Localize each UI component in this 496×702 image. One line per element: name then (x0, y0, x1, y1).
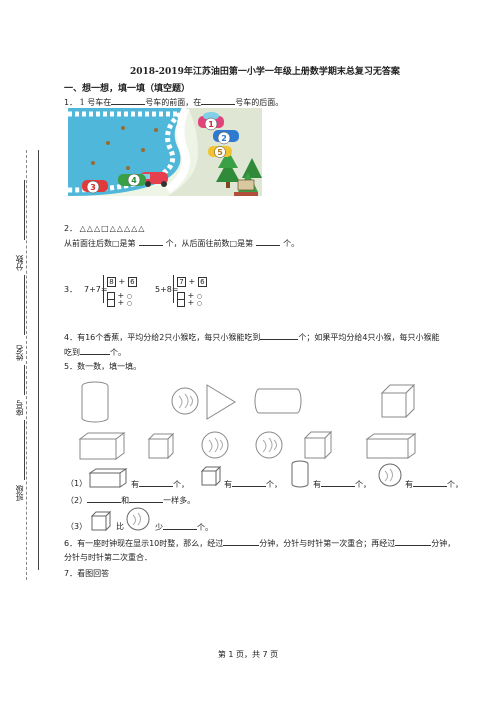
q5-r2-blank-1[interactable] (87, 494, 122, 503)
question-2: 2． △△△□△△△△△ (64, 224, 146, 233)
q5-r1-blank-1[interactable] (139, 478, 173, 487)
q3-decompose-1: 8 + 6 + ○ + ○ (103, 275, 137, 307)
q5-r3-compare: 比 (116, 522, 124, 531)
car-number-icon: 1 (79, 98, 85, 107)
binding-dashed-line (26, 150, 27, 580)
margin-class-label: 班级 (15, 485, 24, 501)
score-blank[interactable] (24, 180, 25, 240)
question-6-line1: 6．有一座时钟现在显示10时整，那么，经过分钟，分针与时针第一次重合；再经过分钟… (64, 537, 456, 548)
q3-box-answer-4[interactable] (177, 298, 185, 307)
question-2-line: 从前面往后数□是第个，从后面往前数□是第个。 (64, 237, 300, 248)
question-5: 5．数一数，填一填。 (64, 362, 142, 371)
q5-r1-blank-2[interactable] (232, 478, 266, 487)
q4-blank-1[interactable] (260, 331, 299, 340)
question-4-line1: 4．有16个香蕉，平均分给2只小猴吃，每只小猴能吃到个；如果平均分给4只小猴，每… (64, 331, 440, 342)
q4-blank-2[interactable] (80, 346, 110, 355)
q1-blank-1[interactable] (111, 96, 146, 105)
car-label-2: 2 (221, 134, 227, 143)
q5-r1-blank-3[interactable] (321, 478, 355, 487)
car-label-5: 5 (217, 148, 223, 157)
small-cube-shape (147, 432, 175, 460)
question-6-line2: 分针与时针第二次重合． (64, 553, 152, 562)
q3-box-answer-2[interactable] (107, 298, 115, 307)
q5-row-3-label: （3） (66, 522, 88, 531)
question-4-line2: 吃到个。 (64, 346, 126, 357)
ball-shape-3 (254, 430, 284, 460)
q5-r3-blank[interactable] (163, 521, 197, 530)
row1-ball-icon (377, 462, 403, 488)
cuboid-shape (78, 431, 126, 461)
q5-row-1-label: （1） (66, 479, 88, 488)
q5-row-2: （2）和一样多。 (66, 494, 196, 505)
q3-box-top-a: 8 (107, 277, 116, 287)
car-label-3: 3 (90, 183, 96, 192)
row1-cube-icon (200, 465, 222, 487)
lying-cylinder-shape (253, 386, 303, 416)
question-3-eq1: 7+7= (84, 285, 108, 294)
name-blank[interactable] (24, 275, 25, 335)
q5-r2-blank-2[interactable] (129, 494, 164, 503)
row3-ball-icon (125, 506, 151, 532)
q2-blank-1[interactable] (138, 237, 163, 246)
page-footer: 第 1 页，共 7 页 (217, 650, 279, 659)
car-label-4: 4 (131, 176, 137, 185)
race-track-picture: 1 2 3 4 5 (67, 106, 262, 196)
ball-shape-2 (200, 430, 230, 460)
q3-decompose-2: 7 + 6 + ○ + ○ (173, 275, 207, 307)
q1-blank-2[interactable] (201, 96, 236, 105)
binding-line (38, 150, 39, 570)
q6-blank-2[interactable] (395, 537, 432, 546)
page-title: 2018-2019年江苏油田第一小学一年级上册数学期末总复习无答案 (130, 67, 400, 77)
question-7: 7．看图回答 (64, 569, 110, 578)
question-3-eq2: 5+8= (155, 285, 179, 294)
seat-blank[interactable] (24, 365, 25, 395)
question-3-num: 3． (64, 285, 78, 294)
margin-score-label: 分数 (15, 255, 24, 271)
question-1: 1． 1 号车在号车的前面，在号车的后面。 (64, 96, 284, 107)
section-heading: 一、想一想，填一填（填空题） (64, 84, 191, 94)
margin-name-label: 姓名 (15, 345, 24, 361)
shape-sequence: △△△□△△△△△ (79, 224, 146, 233)
margin-seat-label: 座号 (15, 400, 24, 416)
q3-box-top-d: 6 (197, 277, 207, 287)
small-cube-shape-2 (303, 430, 333, 460)
cuboid-shape-2 (365, 432, 417, 460)
ball-shape (170, 386, 200, 416)
row1-cuboid-icon (88, 467, 128, 489)
row1-cylinder-icon (290, 460, 310, 488)
class-blank[interactable] (24, 420, 25, 480)
q5-r1-blank-4[interactable] (413, 478, 447, 487)
q3-box-top-b: 6 (127, 277, 137, 287)
q3-box-top-c: 7 (177, 277, 186, 287)
cube-shape (380, 383, 416, 419)
row3-cube-icon (90, 510, 112, 532)
triangle-shape (205, 383, 237, 421)
q2-blank-2[interactable] (256, 237, 281, 246)
cylinder-shape (78, 380, 112, 424)
q6-blank-1[interactable] (223, 537, 260, 546)
car-label-1: 1 (208, 120, 214, 129)
